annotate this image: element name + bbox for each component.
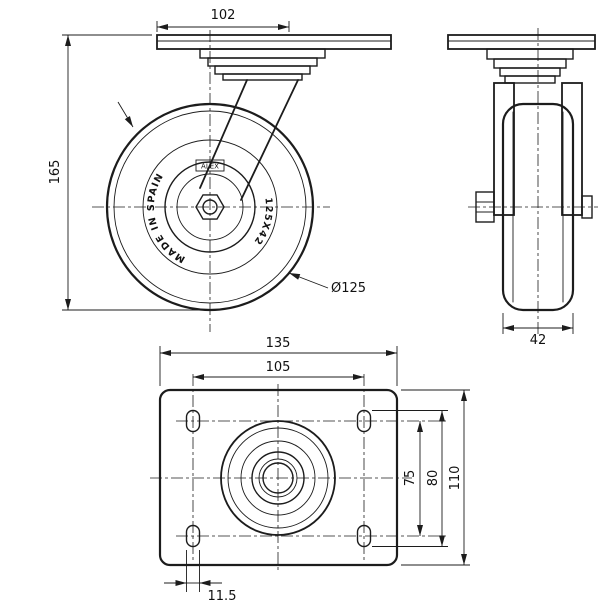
bolt-slot-bottom-right bbox=[356, 524, 372, 548]
dim-plate-length: 135 bbox=[159, 336, 398, 386]
extension-lines bbox=[186, 550, 200, 592]
dim-75-text: 75 bbox=[403, 470, 418, 487]
dim-bolt-spacing-length: 105 bbox=[193, 360, 364, 380]
swivel-race-4 bbox=[222, 73, 303, 81]
top-plate-front bbox=[447, 34, 596, 50]
dim-wheel-width: 42 bbox=[502, 313, 574, 348]
swivel-race-1 bbox=[199, 48, 326, 59]
dim-plate-top: 102 bbox=[156, 8, 290, 32]
dim-105-text: 105 bbox=[266, 360, 291, 375]
hub-label-text: ALEX bbox=[201, 163, 219, 171]
fork-leg-back bbox=[240, 79, 299, 201]
dim-135-text: 135 bbox=[266, 336, 291, 351]
tyre-leader-arrow bbox=[117, 101, 134, 128]
wheel-front-profile bbox=[501, 102, 575, 312]
swivel-race-1 bbox=[486, 48, 574, 60]
dim-42-text: 42 bbox=[530, 333, 547, 348]
swivel-ring-outer bbox=[220, 420, 336, 536]
extension-lines bbox=[401, 389, 470, 566]
swivel-ring-2 bbox=[227, 427, 329, 529]
wheel-outer-circle bbox=[105, 102, 315, 312]
dim-wheel-diameter: Ø125 bbox=[288, 272, 366, 296]
wheel-tread-circle bbox=[113, 110, 307, 304]
dim-slot-span: 80 bbox=[372, 410, 448, 547]
leader-line bbox=[288, 272, 329, 289]
axle-bolt-circle bbox=[202, 199, 218, 215]
extension-lines bbox=[372, 410, 448, 547]
dim-80-text: 80 bbox=[426, 470, 441, 487]
bolt-slot-bottom-left bbox=[185, 524, 201, 548]
extension-lines bbox=[62, 34, 203, 311]
mounting-plate-outline bbox=[158, 388, 399, 567]
dim-102-text: 102 bbox=[211, 8, 236, 23]
dim-110-text: 110 bbox=[448, 466, 463, 491]
swivel-race-3 bbox=[214, 65, 311, 75]
bolt-slot-top-left bbox=[185, 409, 201, 433]
dim-slot-width: 11.5 bbox=[164, 550, 236, 604]
fork-leg-front bbox=[199, 79, 248, 189]
hub-outer-circle bbox=[164, 161, 256, 253]
hub-brand-tag bbox=[195, 159, 225, 172]
hub-inner-circle bbox=[176, 173, 244, 241]
swivel-race-2 bbox=[207, 57, 318, 67]
dim-165-text: 165 bbox=[48, 160, 63, 185]
axle-hex-nut bbox=[195, 194, 225, 220]
kingpin-bore-outer bbox=[258, 458, 298, 498]
front-view: 42 bbox=[447, 28, 598, 348]
side-view: ALEX MADE IN SPAIN 125X42 102 165 Ø125 bbox=[48, 8, 392, 332]
wheel-rim-circle bbox=[142, 139, 278, 275]
dim-bolt-spacing-width: 75 bbox=[403, 421, 423, 536]
dim-overall-height: 165 bbox=[48, 34, 203, 311]
swivel-ring-3 bbox=[240, 440, 316, 516]
top-plate-side bbox=[156, 34, 392, 50]
kingpin-bore-inner bbox=[262, 462, 294, 494]
swivel-race-4 bbox=[504, 75, 556, 84]
swivel-race-3 bbox=[499, 67, 561, 77]
kingpin-boss-circle bbox=[251, 451, 305, 505]
wheel-diameter-text: Ø125 bbox=[331, 281, 366, 296]
axle-bolt-head-right bbox=[581, 195, 593, 219]
swivel-race-2 bbox=[493, 58, 567, 69]
bolt-slot-top-right bbox=[356, 409, 372, 433]
axle-nut-left bbox=[475, 191, 495, 223]
plan-view: 135 105 75 80 110 11 bbox=[150, 336, 470, 604]
dim-11-5-text: 11.5 bbox=[208, 589, 237, 604]
dim-plate-width: 110 bbox=[401, 389, 470, 566]
